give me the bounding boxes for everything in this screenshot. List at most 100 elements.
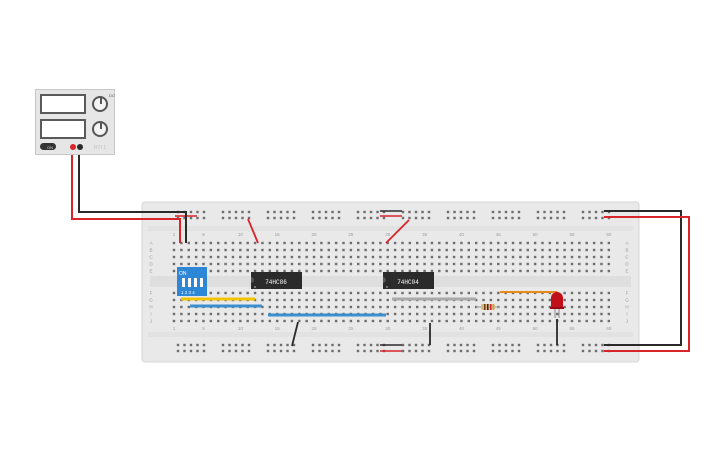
breadboard-hole[interactable]: [371, 262, 375, 266]
breadboard-hole[interactable]: [334, 269, 338, 273]
breadboard-hole[interactable]: [382, 210, 386, 214]
breadboard-hole[interactable]: [430, 269, 434, 273]
breadboard-hole[interactable]: [408, 305, 412, 309]
breadboard-hole[interactable]: [231, 248, 235, 252]
breadboard-hole[interactable]: [241, 349, 244, 353]
breadboard-hole[interactable]: [393, 312, 397, 316]
breadboard-hole[interactable]: [533, 269, 537, 273]
breadboard-hole[interactable]: [189, 349, 193, 353]
breadboard-hole[interactable]: [247, 216, 251, 220]
breadboard-hole[interactable]: [526, 312, 529, 316]
breadboard-hole[interactable]: [578, 305, 581, 309]
breadboard-hole[interactable]: [549, 216, 553, 220]
breadboard-hole[interactable]: [364, 269, 367, 273]
breadboard-hole[interactable]: [570, 319, 574, 323]
breadboard-hole[interactable]: [393, 319, 397, 323]
breadboard-hole[interactable]: [176, 343, 180, 347]
power-switch[interactable]: [40, 143, 56, 150]
breadboard-hole[interactable]: [379, 319, 382, 323]
breadboard-hole[interactable]: [349, 305, 353, 309]
breadboard-hole[interactable]: [533, 262, 537, 266]
breadboard-hole[interactable]: [363, 349, 366, 353]
breadboard-hole[interactable]: [504, 349, 508, 353]
breadboard-hole[interactable]: [504, 305, 507, 309]
breadboard-hole[interactable]: [209, 291, 213, 295]
breadboard-hole[interactable]: [474, 269, 478, 273]
breadboard-hole[interactable]: [533, 255, 537, 259]
breadboard-hole[interactable]: [268, 305, 272, 309]
breadboard-hole[interactable]: [311, 343, 315, 347]
breadboard-hole[interactable]: [273, 343, 276, 347]
breadboard-hole[interactable]: [466, 343, 469, 347]
breadboard-hole[interactable]: [334, 262, 338, 266]
breadboard-hole[interactable]: [209, 319, 213, 323]
breadboard-hole[interactable]: [588, 210, 591, 214]
breadboard-hole[interactable]: [489, 291, 493, 295]
breadboard-hole[interactable]: [371, 248, 375, 252]
breadboard-hole[interactable]: [445, 312, 448, 316]
breadboard-hole[interactable]: [386, 319, 389, 323]
breadboard-hole[interactable]: [261, 291, 264, 295]
breadboard-hole[interactable]: [305, 255, 308, 259]
breadboard-hole[interactable]: [311, 349, 315, 353]
breadboard-hole[interactable]: [453, 343, 456, 347]
breadboard-hole[interactable]: [519, 319, 522, 323]
breadboard-hole[interactable]: [337, 210, 341, 214]
breadboard-hole[interactable]: [305, 305, 308, 309]
breadboard-hole[interactable]: [312, 255, 316, 259]
breadboard-hole[interactable]: [570, 269, 574, 273]
breadboard-hole[interactable]: [430, 241, 434, 245]
breadboard-hole[interactable]: [430, 305, 434, 309]
breadboard-hole[interactable]: [393, 255, 397, 259]
breadboard-hole[interactable]: [585, 319, 588, 323]
breadboard-hole[interactable]: [408, 269, 412, 273]
breadboard-hole[interactable]: [482, 291, 485, 295]
breadboard-hole[interactable]: [266, 349, 270, 353]
breadboard-hole[interactable]: [548, 298, 552, 302]
breadboard-hole[interactable]: [275, 305, 279, 309]
breadboard-hole[interactable]: [379, 298, 382, 302]
breadboard-hole[interactable]: [379, 248, 382, 252]
breadboard-hole[interactable]: [290, 241, 294, 245]
breadboard-hole[interactable]: [331, 216, 334, 220]
breadboard-hole[interactable]: [511, 255, 515, 259]
breadboard-hole[interactable]: [401, 241, 404, 245]
breadboard-hole[interactable]: [261, 298, 264, 302]
breadboard-hole[interactable]: [286, 343, 289, 347]
breadboard-hole[interactable]: [548, 255, 552, 259]
breadboard-hole[interactable]: [438, 312, 441, 316]
breadboard-hole[interactable]: [536, 349, 540, 353]
breadboard-hole[interactable]: [311, 216, 315, 220]
breadboard-hole[interactable]: [511, 262, 515, 266]
breadboard-hole[interactable]: [393, 248, 397, 252]
breadboard-hole[interactable]: [607, 262, 611, 266]
breadboard-hole[interactable]: [549, 343, 553, 347]
breadboard-hole[interactable]: [401, 343, 405, 347]
breadboard-hole[interactable]: [286, 349, 289, 353]
breadboard-hole[interactable]: [601, 349, 604, 353]
breadboard-hole[interactable]: [466, 210, 469, 214]
breadboard-hole[interactable]: [327, 305, 330, 309]
breadboard-hole[interactable]: [452, 262, 456, 266]
breadboard-hole[interactable]: [548, 305, 552, 309]
breadboard-hole[interactable]: [460, 248, 463, 252]
breadboard-hole[interactable]: [363, 216, 366, 220]
breadboard-hole[interactable]: [600, 291, 603, 295]
breadboard-hole[interactable]: [438, 319, 441, 323]
breadboard-hole[interactable]: [452, 319, 456, 323]
breadboard-hole[interactable]: [460, 241, 463, 245]
breadboard-hole[interactable]: [452, 248, 456, 252]
breadboard-hole[interactable]: [311, 210, 315, 214]
breadboard-hole[interactable]: [356, 210, 360, 214]
breadboard-hole[interactable]: [180, 312, 183, 316]
breadboard-hole[interactable]: [246, 319, 249, 323]
breadboard-hole[interactable]: [187, 305, 190, 309]
breadboard-hole[interactable]: [386, 241, 389, 245]
breadboard-hole[interactable]: [172, 319, 176, 323]
breadboard-hole[interactable]: [600, 248, 603, 252]
breadboard-hole[interactable]: [253, 269, 257, 273]
breadboard-hole[interactable]: [202, 255, 205, 259]
breadboard-hole[interactable]: [349, 248, 353, 252]
breadboard-hole[interactable]: [416, 262, 419, 266]
breadboard-hole[interactable]: [581, 343, 585, 347]
